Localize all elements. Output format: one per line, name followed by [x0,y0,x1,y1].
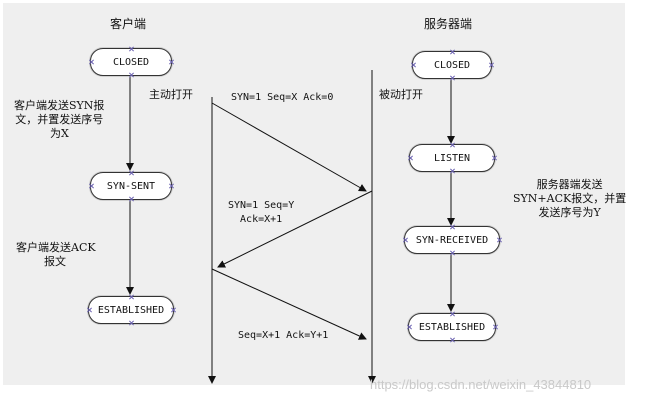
client-syn-note-line: 文，并置发送序号 [15,113,104,126]
message-arrow-syn [211,102,367,192]
handle-marker [129,73,133,77]
handle-marker [493,325,497,329]
handle-marker [129,321,133,325]
server-state-established: ESTABLISHED [408,313,496,341]
server-state-synreceived-label: SYN-RECEIVED [415,234,489,246]
handle-marker [411,63,415,67]
handle-marker [403,238,407,242]
message-synack-label: SYN=1 Seq=Y Ack=X+1 [228,199,294,227]
handle-marker [408,156,412,160]
client-ack-note-line: 报文 [44,255,66,268]
server-state-closed-label: CLOSED [433,59,471,71]
client-state-synsent: SYN-SENT [90,172,172,200]
handle-marker [169,60,173,64]
message-ack-label: Seq=X+1 Ack=Y+1 [238,330,329,341]
handle-marker [492,156,496,160]
server-state-closed: CLOSED [412,51,492,79]
handle-marker [450,225,454,229]
client-ack-note: 客户端发送ACK 报文 [16,241,96,269]
client-ack-note-line: 客户端发送ACK [16,241,96,254]
client-state-established-label: ESTABLISHED [97,304,165,316]
server-state-established-label: ESTABLISHED [418,321,486,333]
handle-marker [489,63,493,67]
message-synack-label-line: Ack=X+1 [240,214,283,225]
server-state-synreceived: SYN-RECEIVED [404,226,500,254]
server-title: 服务器端 [424,17,473,31]
client-state-closed: CLOSED [90,48,172,76]
client-syn-note-line: 为X [50,127,69,140]
handle-marker [89,60,93,64]
handle-marker [129,47,133,51]
active-open-label: 主动打开 [149,88,193,101]
client-state-closed-label: CLOSED [112,56,150,68]
client-syn-note: 客户端发送SYN报 文，并置发送序号 为X [14,99,104,141]
client-title: 客户端 [110,17,147,31]
client-state-established: ESTABLISHED [88,296,174,324]
handle-marker [450,50,454,54]
server-synack-note-line: 发送序号为Y [538,206,601,219]
handle-marker [450,312,454,316]
handle-marker [129,295,133,299]
handle-marker [450,169,454,173]
message-syn-label: SYN=1 Seq=X Ack=0 [231,92,334,103]
server-synack-note-line: 服务器端发送 [536,178,603,191]
message-arrow-synack [217,190,373,268]
handle-marker [87,308,91,312]
server-synack-note: 服务器端发送 SYN+ACK报文，并置 发送序号为Y [513,178,626,220]
handle-marker [129,197,133,201]
client-state-synsent-label: SYN-SENT [106,180,156,192]
server-state-listen-label: LISTEN [433,152,471,164]
handle-marker [450,143,454,147]
server-state-listen: LISTEN [409,144,495,172]
handle-marker [450,338,454,342]
passive-open-label: 被动打开 [379,88,423,101]
handle-marker [497,238,501,242]
handle-marker [407,325,411,329]
handle-marker [89,184,93,188]
message-arrow-ack [211,268,367,340]
server-synack-note-line: SYN+ACK报文，并置 [513,192,627,205]
handle-marker [129,171,133,175]
watermark: https://blog.csdn.net/weixin_43844810 [370,377,592,392]
handle-marker [171,308,175,312]
handle-marker [169,184,173,188]
client-syn-note-line: 客户端发送SYN报 [14,99,105,112]
handle-marker [450,76,454,80]
message-synack-label-line: SYN=1 Seq=Y [228,200,295,211]
handle-marker [450,251,454,255]
